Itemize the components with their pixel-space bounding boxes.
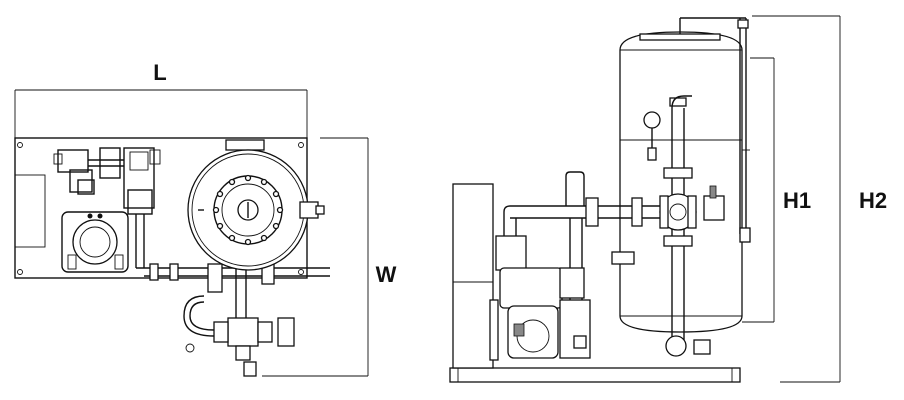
top-view: L [14, 60, 397, 377]
compressor-top [61, 211, 129, 273]
length-label: L [153, 60, 166, 85]
side-view: H1 H2 [449, 15, 887, 383]
bottom-valve-assembly [183, 295, 295, 377]
vertical-pipe [659, 95, 725, 357]
control-box [14, 174, 46, 248]
base-frame [449, 367, 741, 383]
length-dimension: L [14, 60, 308, 138]
width-label: W [376, 262, 397, 287]
height-vessel-label: H1 [783, 188, 811, 213]
control-cabinet [452, 183, 494, 369]
flange-bolts [212, 174, 284, 246]
height-vessel-dimension: H1 [742, 57, 811, 323]
valve-cluster [53, 147, 161, 215]
compressor-side [489, 235, 591, 361]
height-total-dimension: H2 [752, 15, 887, 383]
height-total-label: H2 [859, 188, 887, 213]
pressure-gauge [643, 111, 661, 161]
vessel-top [187, 139, 325, 271]
width-dimension: W [262, 137, 397, 377]
vessel-side [619, 17, 751, 333]
